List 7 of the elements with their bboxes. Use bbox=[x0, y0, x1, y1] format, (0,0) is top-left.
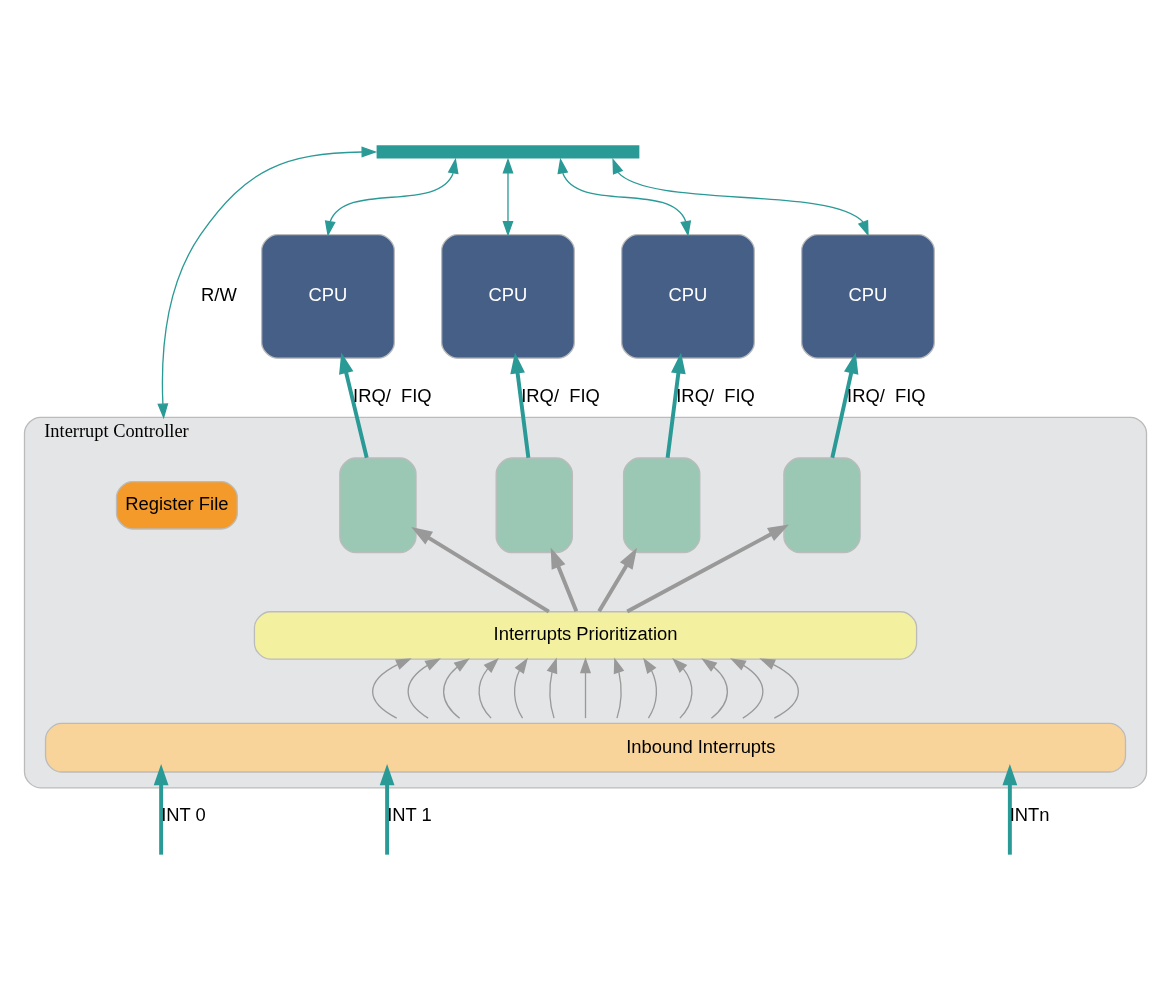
edge-label: IRQ/ FIQ bbox=[676, 384, 755, 406]
edge-label: IRQ/ FIQ bbox=[353, 384, 432, 406]
edge-label: INT 1 bbox=[387, 803, 432, 825]
edge-label: R/W bbox=[201, 284, 237, 306]
edge-label: IRQ/ FIQ bbox=[847, 384, 926, 406]
edge-label: IRQ/ FIQ bbox=[521, 384, 600, 406]
edge-label: INT 0 bbox=[161, 803, 206, 825]
